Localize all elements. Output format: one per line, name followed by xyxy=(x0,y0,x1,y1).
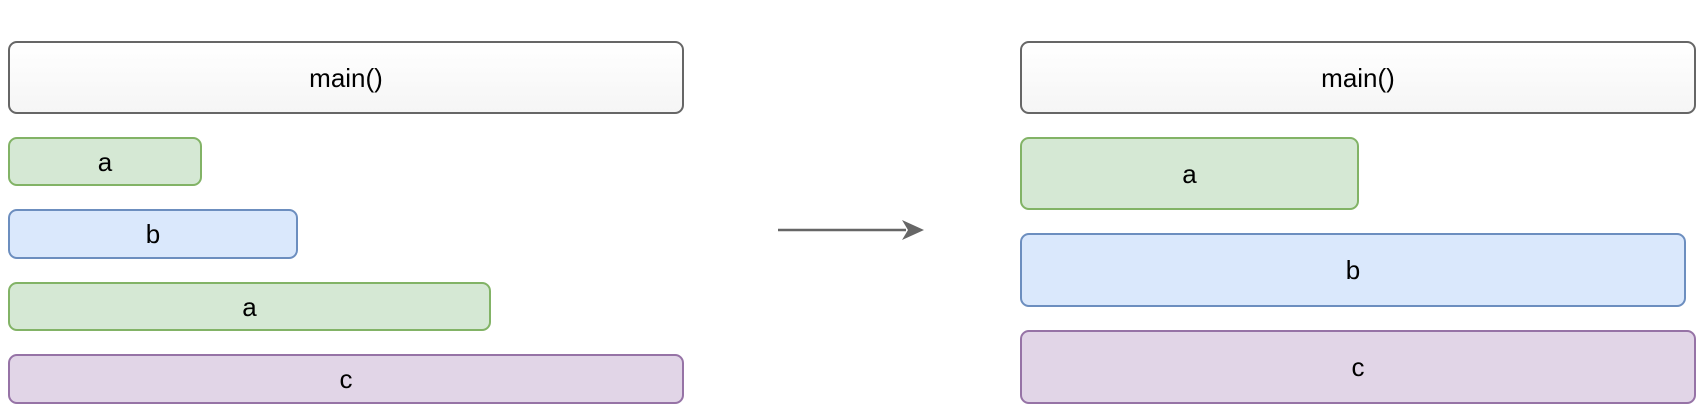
left-frame-b-label: b xyxy=(145,219,161,249)
left-main-frame: main() xyxy=(8,41,684,114)
left-frame-c-label: c xyxy=(339,364,353,394)
right-frame-c-label: c xyxy=(1351,352,1365,382)
left-frame-c: c xyxy=(8,354,684,404)
arrow-right-icon xyxy=(778,220,924,240)
right-frame-b: b xyxy=(1020,233,1686,307)
left-frame-a-second-label: a xyxy=(242,291,257,322)
right-frame-c: c xyxy=(1020,330,1696,404)
left-frame-b: b xyxy=(8,209,298,259)
left-frame-a-first-label: a xyxy=(97,146,113,177)
left-main-label: main() xyxy=(309,62,383,93)
left-frame-a-second: a xyxy=(8,282,491,331)
right-main-label: main() xyxy=(1321,62,1395,93)
left-frame-a-first: a xyxy=(8,137,202,186)
right-main-frame: main() xyxy=(1020,41,1696,114)
right-frame-b-label: b xyxy=(1345,255,1361,285)
arrow-head xyxy=(902,220,924,240)
right-frame-a-label: a xyxy=(1182,158,1197,189)
right-frame-a: a xyxy=(1020,137,1359,210)
